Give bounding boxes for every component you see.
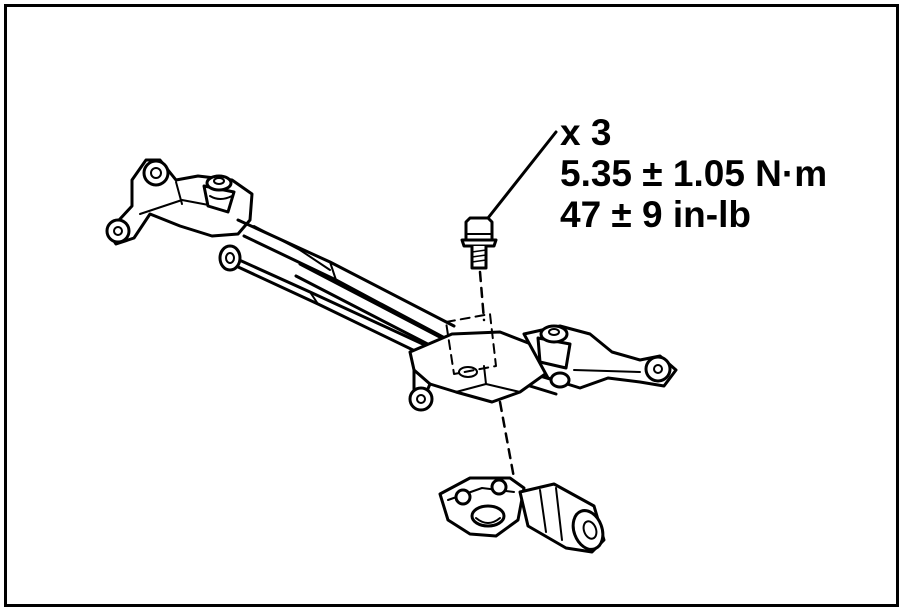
- bolt-quantity: x 3: [560, 112, 612, 153]
- motor-mount-plate: [408, 313, 550, 412]
- torque-spec-imperial: 47 ± 9 in-lb: [560, 194, 751, 235]
- wiper-motor: [438, 476, 606, 554]
- callout-leader-line: [486, 130, 558, 220]
- right-pivot-bracket: [522, 324, 678, 390]
- alignment-line-upper: [478, 270, 486, 322]
- bolt: [460, 216, 498, 270]
- alignment-line-lower: [498, 400, 516, 480]
- diagram-frame: [4, 4, 899, 607]
- left-pivot-bracket: [105, 158, 254, 246]
- torque-callout: x 3 5.35 ± 1.05 N·m 47 ± 9 in-lb: [560, 112, 827, 235]
- torque-spec-metric: 5.35 ± 1.05 N·m: [560, 153, 828, 194]
